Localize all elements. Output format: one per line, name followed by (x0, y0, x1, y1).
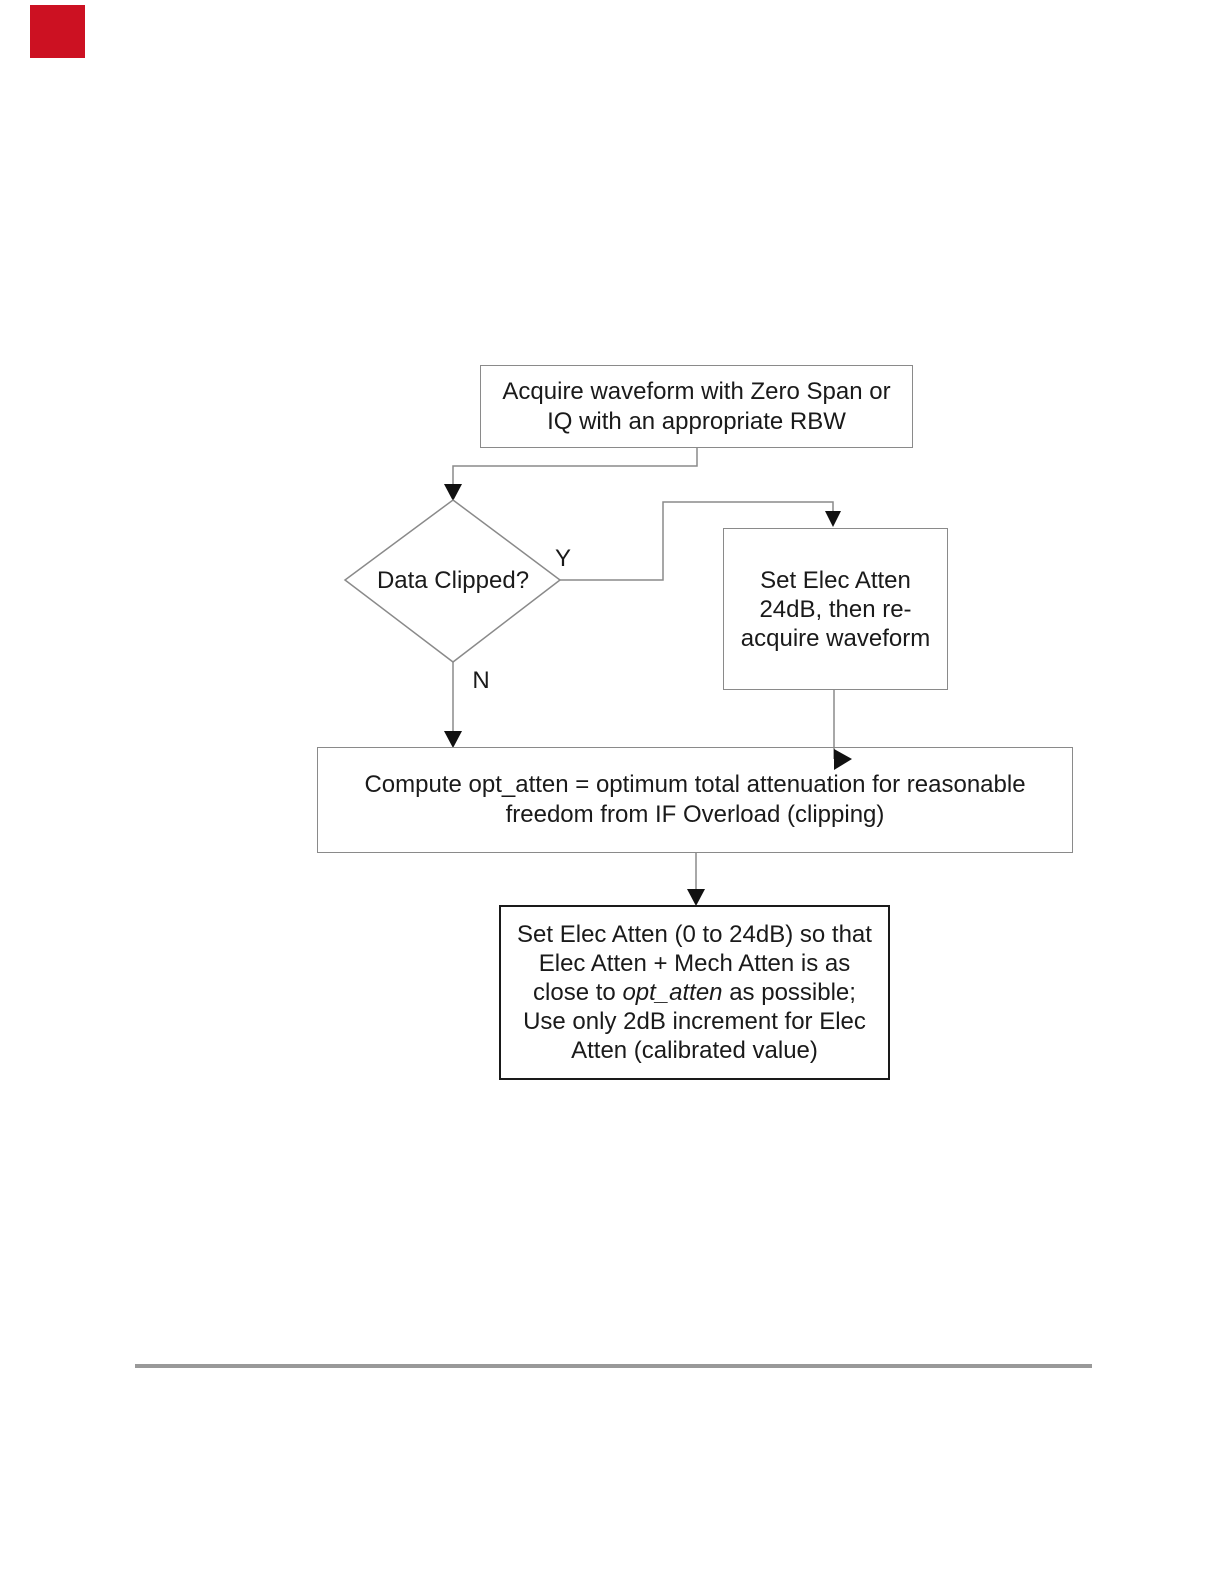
compute-line-1: Compute opt_atten = optimum total attenu… (364, 771, 1026, 798)
arrowhead-into-compute (444, 731, 462, 748)
set-elec-atten-24db-box: Set Elec Atten 24dB, then re- acquire wa… (723, 528, 948, 690)
set-atten-line-3-post: as possible; (722, 979, 856, 1006)
connector-acquire-to-decision (452, 448, 698, 484)
yes-branch-label: Y (554, 545, 571, 572)
compute-opt-atten-box: Compute opt_atten = optimum total attenu… (317, 747, 1073, 853)
red-marker (30, 5, 85, 58)
set-atten-line-1: Set Elec Atten (0 to 24dB) so that (517, 921, 872, 948)
set-atten-line-4: Use only 2dB increment for Elec (523, 1008, 866, 1035)
arrowhead-into-elec-atten (825, 511, 841, 527)
elec-atten-line-3: acquire waveform (740, 624, 931, 652)
acquire-waveform-box: Acquire waveform with Zero Span or IQ wi… (480, 365, 913, 448)
elec-atten-line-1: Set Elec Atten (760, 566, 911, 594)
set-elec-atten-range-box: Set Elec Atten (0 to 24dB) so that Elec … (499, 905, 890, 1080)
elec-atten-line-2: 24dB, then re- (759, 595, 912, 623)
set-atten-line-5: Atten (calibrated value) (571, 1037, 818, 1064)
decision-question-label: Data Clipped? (376, 567, 530, 594)
connector-yes-to-elec-atten (560, 501, 834, 581)
set-atten-line-3-pre: close to (533, 979, 623, 1006)
arrowhead-into-decision (444, 484, 462, 501)
arrowhead-into-set-atten (687, 889, 705, 906)
acquire-line-2: IQ with an appropriate RBW (547, 407, 846, 435)
acquire-line-1: Acquire waveform with Zero Span or (502, 377, 891, 405)
set-atten-line-3: close to opt_atten as possible; (533, 978, 856, 1007)
set-atten-line-2: Elec Atten + Mech Atten is as (538, 950, 851, 977)
set-atten-line-3-italic: opt_atten (622, 979, 723, 1006)
compute-line-2: freedom from IF Overload (clipping) (505, 801, 885, 828)
arrowhead-into-compute-right (834, 749, 852, 770)
footer-divider-line (135, 1364, 1092, 1368)
no-branch-label: N (472, 667, 490, 694)
